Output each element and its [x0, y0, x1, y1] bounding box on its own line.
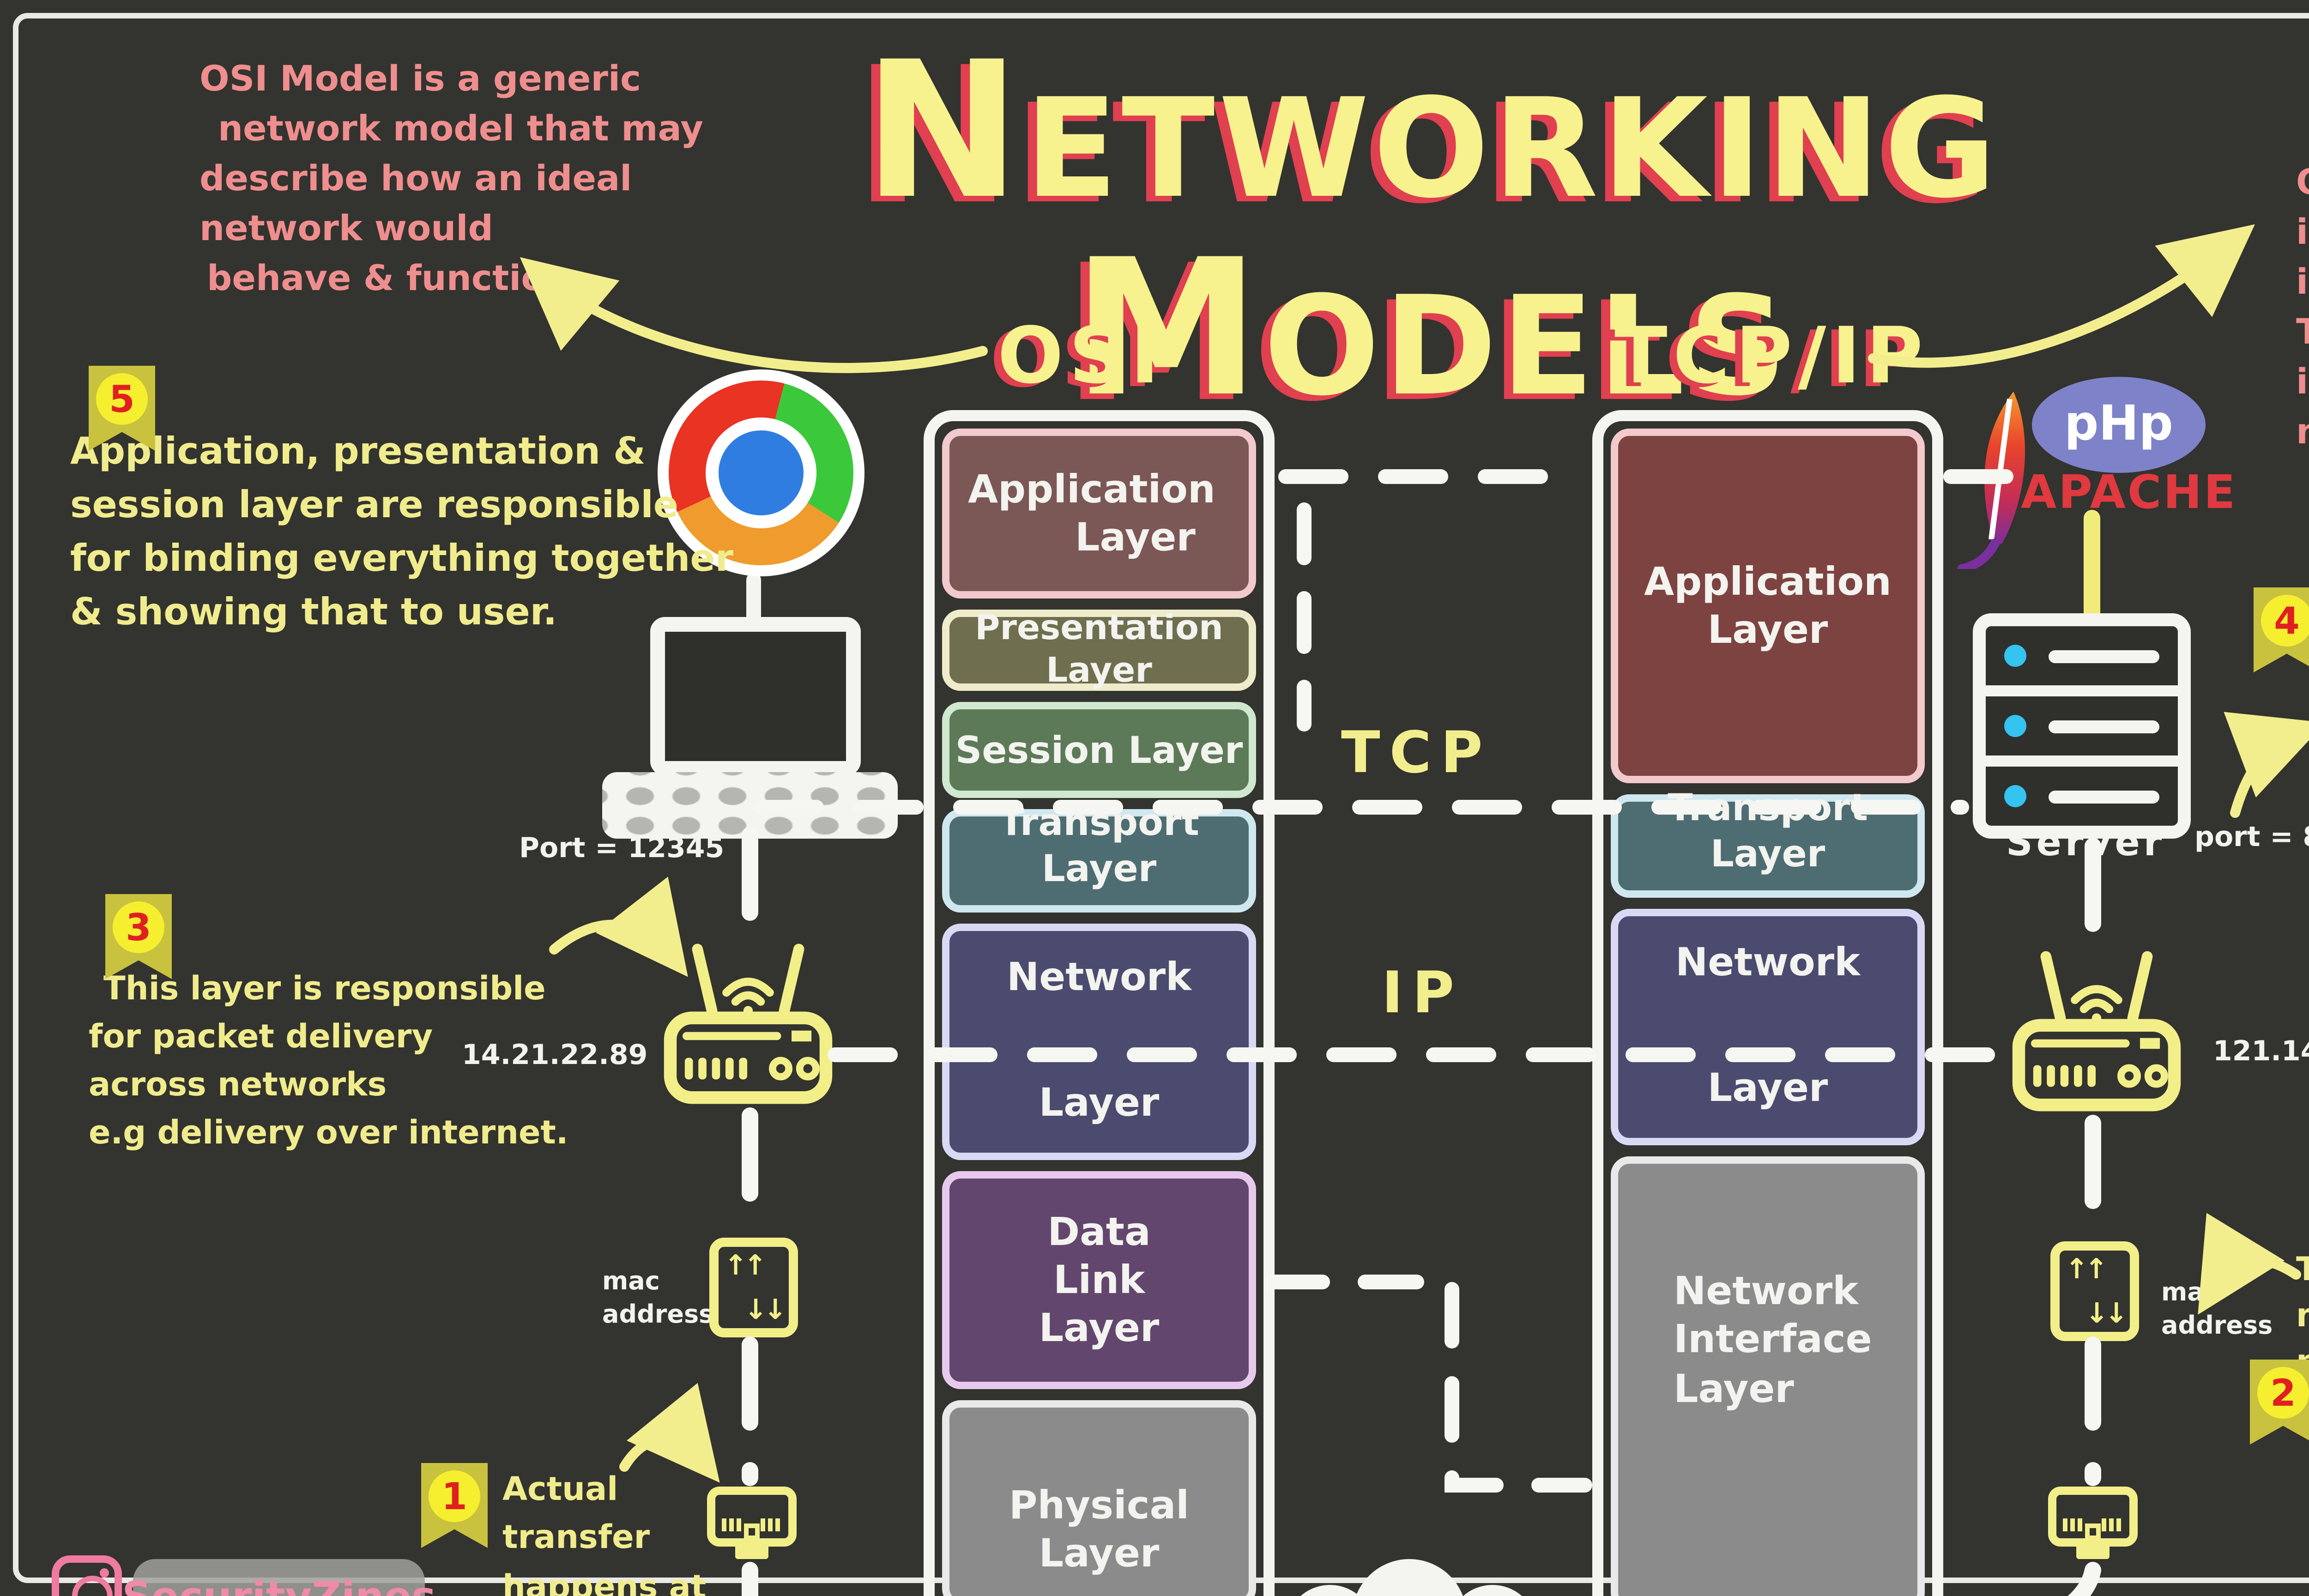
down-arrows-icon: ↓↓	[2085, 1297, 2128, 1330]
laptop-screen-icon	[650, 617, 861, 776]
osi-stack: Application Layer Presentation Layer Ses…	[924, 410, 1275, 1596]
server-icon	[1973, 613, 2191, 839]
laptop-keyboard-icon	[602, 772, 898, 839]
badge-5-number: 5	[96, 373, 148, 425]
osi-layer-presentation: Presentation Layer	[942, 610, 1256, 691]
right-router-icon	[2012, 951, 2181, 1112]
right-ethernet-port-icon	[2048, 1487, 2138, 1559]
tcpip-layer-network-interface: Network Interface Layer	[1611, 1156, 1925, 1596]
php-logo: pHp	[2032, 377, 2206, 473]
up-arrows-icon: ↑↑	[724, 1249, 767, 1282]
title-word-2: Models	[1072, 220, 1791, 440]
brand-name: SecurityZines	[122, 1575, 436, 1596]
note-1: Actual transfer happens at	[502, 1472, 707, 1596]
tcpip-layer-transport: Transport Layer	[1611, 785, 1925, 898]
down-arrows-icon: ↓↓	[744, 1293, 787, 1326]
right-mac-label: mac address	[2161, 1278, 2273, 1341]
client-ip-label: 14.21.22.89	[462, 1038, 648, 1071]
note-3: This layer is responsible for packet del…	[89, 972, 568, 1152]
osi-layer-session: Session Layer	[942, 702, 1256, 798]
brand-badge: SecurityZines	[122, 1559, 436, 1596]
badge-4-number: 4	[2261, 595, 2309, 647]
badge-1-number: 1	[429, 1470, 480, 1522]
badge-1: 1	[421, 1463, 488, 1548]
apache-logo-text: APACHE	[2021, 466, 2237, 519]
left-ethernet-port-icon	[707, 1487, 797, 1559]
left-mac-address-icon: ↑↑ ↓↓	[709, 1238, 798, 1337]
tcpip-intro-note: On the other hand TCP/IP is implementati…	[2296, 163, 2309, 452]
osi-layer-network: Network Layer	[942, 924, 1256, 1160]
page-title: Networking Models	[757, 33, 2106, 429]
server-port-label: port = 8080	[2194, 820, 2309, 853]
osi-layer-application: Application Layer	[942, 429, 1256, 598]
left-router-icon	[664, 943, 833, 1104]
title-word-1: Networking	[863, 22, 2000, 242]
osi-layer-physical: Physical Layer	[942, 1400, 1256, 1596]
up-arrows-icon: ↑↑	[2065, 1252, 2108, 1286]
tcpip-layer-application: Application Layer	[1611, 429, 1925, 783]
server-ip-label: 121.142.2.10	[2213, 1034, 2309, 1068]
tcpip-stack: Application Layer Transport Layer Networ…	[1592, 410, 1943, 1596]
badge-3: 3	[105, 894, 172, 979]
instagram-icon	[52, 1555, 122, 1596]
badge-2-number: 2	[2257, 1367, 2309, 1419]
bottom-cloud-icon	[1271, 1559, 1548, 1596]
note-5: Application, presentation & session laye…	[70, 429, 734, 634]
ip-connection-label: IP	[1382, 961, 1464, 1027]
tcpip-heading: TCP/IP	[1614, 310, 1929, 401]
tcpip-layer-network: Network Layer	[1611, 909, 1925, 1145]
tcp-connection-label: TCP	[1341, 720, 1492, 787]
right-mac-address-icon: ↑↑ ↓↓	[2050, 1241, 2139, 1341]
osi-layer-data-link: Data Link Layer	[942, 1171, 1256, 1389]
osi-layer-transport: Transport Layer	[942, 800, 1256, 913]
osi-heading: OSI	[997, 310, 1165, 401]
badge-3-number: 3	[113, 901, 164, 953]
osi-intro-note: OSI Model is a generic network model tha…	[199, 59, 703, 299]
left-mac-label: mac address	[602, 1267, 714, 1330]
